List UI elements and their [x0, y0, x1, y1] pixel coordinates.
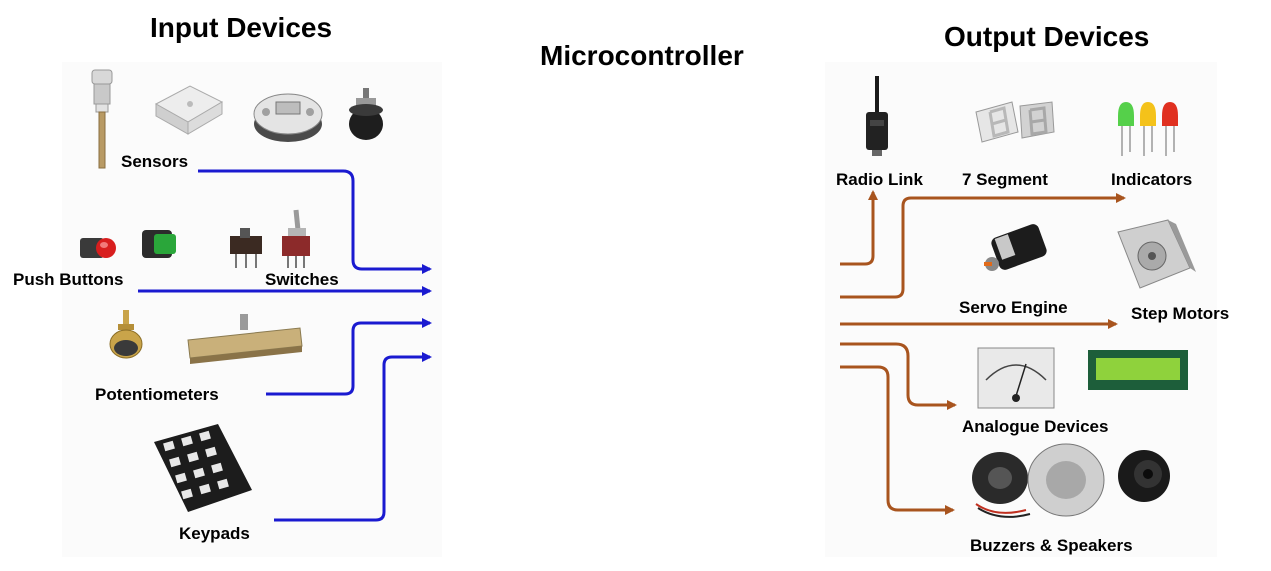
lcd-display-icon	[1088, 350, 1188, 390]
indicators-arrow	[840, 193, 1126, 299]
keypads-label: Keypads	[179, 524, 250, 543]
sensors-label: Sensors	[121, 152, 189, 171]
indicators-label: Indicators	[1111, 170, 1193, 189]
led-indicators-icon	[1118, 102, 1178, 156]
box-sensor-icon	[154, 85, 224, 135]
analogue-meter-icon	[977, 347, 1055, 409]
seven-segment-label: 7 Segment	[962, 170, 1048, 189]
transmitter-sensor-icon	[253, 93, 323, 142]
sensors-arrow	[198, 169, 432, 274]
buzzers-speakers-label: Buzzers & Speakers	[970, 536, 1133, 555]
toggle-switch-icon	[282, 209, 310, 268]
encoder-sensor-icon	[349, 88, 383, 140]
microcontroller-title: Microcontroller	[540, 40, 744, 71]
servo-motor-icon	[984, 224, 1047, 271]
red-push-button-icon	[80, 238, 116, 258]
buzzers-arrow	[840, 365, 955, 515]
seven-segment-display-icon	[975, 101, 1055, 143]
radio-link-label: Radio Link	[836, 170, 923, 189]
slide-switch-icon	[230, 228, 262, 268]
potentiometers-arrow	[266, 318, 432, 396]
buzzer-icon	[1118, 450, 1170, 502]
push-buttons-label: Push Buttons	[13, 270, 124, 289]
green-push-button-icon	[142, 230, 176, 258]
input-devices-title: Input Devices	[150, 12, 333, 43]
radio-link-arrow	[840, 190, 878, 266]
radio-antenna-icon	[866, 76, 888, 156]
servo-engine-label: Servo Engine	[959, 298, 1068, 317]
stepper-motor-icon	[1117, 219, 1196, 289]
potentiometers-label: Potentiometers	[95, 385, 219, 404]
rod-sensor-icon	[91, 69, 113, 169]
output-devices-title: Output Devices	[944, 21, 1150, 52]
analogue-arrow	[840, 342, 957, 410]
speaker-icon	[972, 443, 1105, 518]
keypad-icon	[154, 424, 252, 512]
slide-potentiometer-icon	[187, 314, 303, 364]
keypads-arrow	[274, 352, 432, 522]
rotary-potentiometer-icon	[109, 310, 143, 359]
input-panel	[62, 62, 442, 557]
analogue-devices-label: Analogue Devices	[962, 417, 1109, 436]
step-motors-label: Step Motors	[1131, 304, 1230, 323]
switches-label: Switches	[265, 270, 339, 289]
